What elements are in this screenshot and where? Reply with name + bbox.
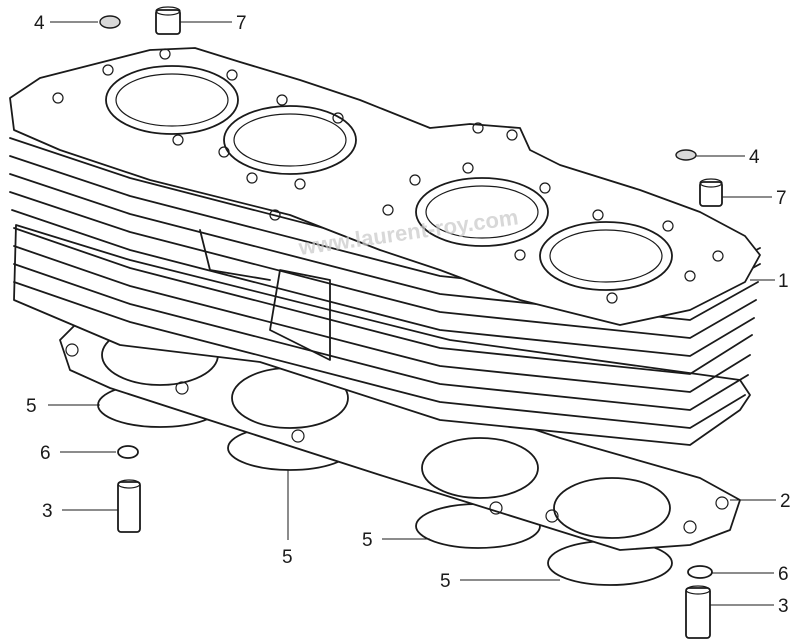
callout-4-left: 4 (34, 13, 45, 34)
cylinder-bore-3 (415, 177, 549, 247)
callout-labels: 4 7 4 7 1 5 6 3 5 2 5 5 6 3 (26, 13, 791, 617)
callout-3-right: 3 (778, 596, 789, 617)
cylinder-bore-1 (105, 65, 239, 135)
dowel-part-7-right (699, 181, 723, 207)
washer-part-4-left (99, 15, 121, 29)
o-ring-part-6-right (687, 565, 713, 579)
small-parts (99, 6, 723, 639)
callout-leaders (48, 21, 776, 606)
callout-3-left: 3 (42, 501, 53, 522)
callout-7-top: 7 (236, 13, 247, 34)
callout-6-right: 6 (778, 564, 789, 585)
base-gasket-part-2 (59, 299, 741, 551)
callout-5-left: 5 (26, 396, 37, 417)
cylinder-block-part-1 (9, 47, 761, 446)
callout-1: 1 (778, 271, 789, 292)
callout-2: 2 (780, 491, 791, 512)
dowel-part-3-right (685, 587, 711, 639)
callout-4-right: 4 (749, 147, 760, 168)
callout-5-lower: 5 (362, 530, 373, 551)
cylinder-bore-2 (223, 105, 357, 175)
callout-5-center: 5 (282, 547, 293, 568)
dowel-part-3-left (117, 481, 141, 533)
callout-5-bottom: 5 (440, 571, 451, 592)
cylinder-bore-4 (539, 221, 673, 291)
callout-7-right: 7 (776, 188, 787, 209)
o-ring-part-6-left (117, 445, 139, 459)
callout-6-left: 6 (40, 443, 51, 464)
washer-part-4-right (675, 149, 697, 161)
